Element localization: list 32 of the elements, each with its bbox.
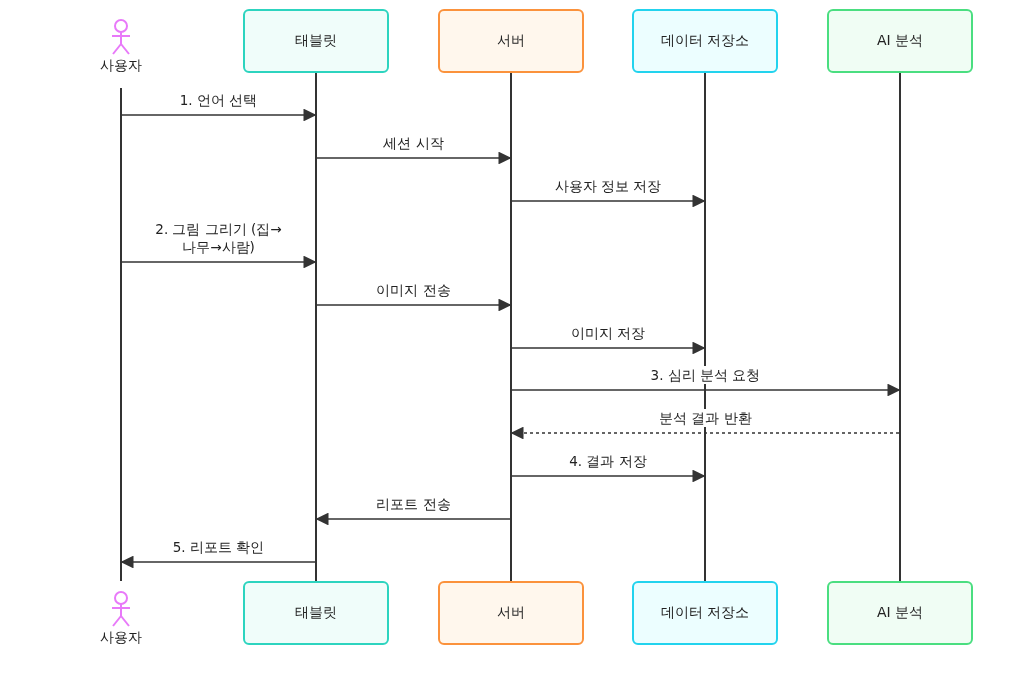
message-arrow [511, 194, 706, 208]
participant-box: 서버 [438, 9, 584, 73]
edge-label: 4. 결과 저장 [567, 452, 649, 470]
participant-box: 데이터 저장소 [632, 9, 778, 73]
lifeline [510, 73, 512, 581]
participant-box: 태블릿 [243, 9, 389, 73]
message-arrow [316, 298, 512, 312]
edge-label: 분석 결과 반환 [657, 409, 754, 427]
edge-label: 세션 시작 [381, 134, 446, 152]
lifeline [704, 73, 706, 581]
participant-box: 서버 [438, 581, 584, 645]
edge-label: 사용자 정보 저장 [552, 177, 664, 195]
lifeline [120, 88, 122, 581]
edge-label: 리포트 전송 [374, 495, 453, 513]
message-arrow [511, 341, 706, 355]
message-arrow [510, 426, 900, 440]
participant-box: AI 분석 [827, 581, 973, 645]
lifeline [315, 73, 317, 581]
message-arrow [316, 151, 512, 165]
actor-label: 사용자 [100, 57, 142, 75]
participant-box: 태블릿 [243, 581, 389, 645]
actor-label: 사용자 [100, 629, 142, 647]
message-arrow [121, 108, 317, 122]
participant-box: 데이터 저장소 [632, 581, 778, 645]
message-arrow [315, 512, 511, 526]
message-arrow [121, 255, 317, 269]
message-arrow [511, 469, 706, 483]
lifeline [899, 73, 901, 581]
message-arrow [120, 555, 316, 569]
message-arrow [511, 383, 901, 397]
edge-label: 이미지 전송 [374, 281, 453, 299]
participant-box: AI 분석 [827, 9, 973, 73]
